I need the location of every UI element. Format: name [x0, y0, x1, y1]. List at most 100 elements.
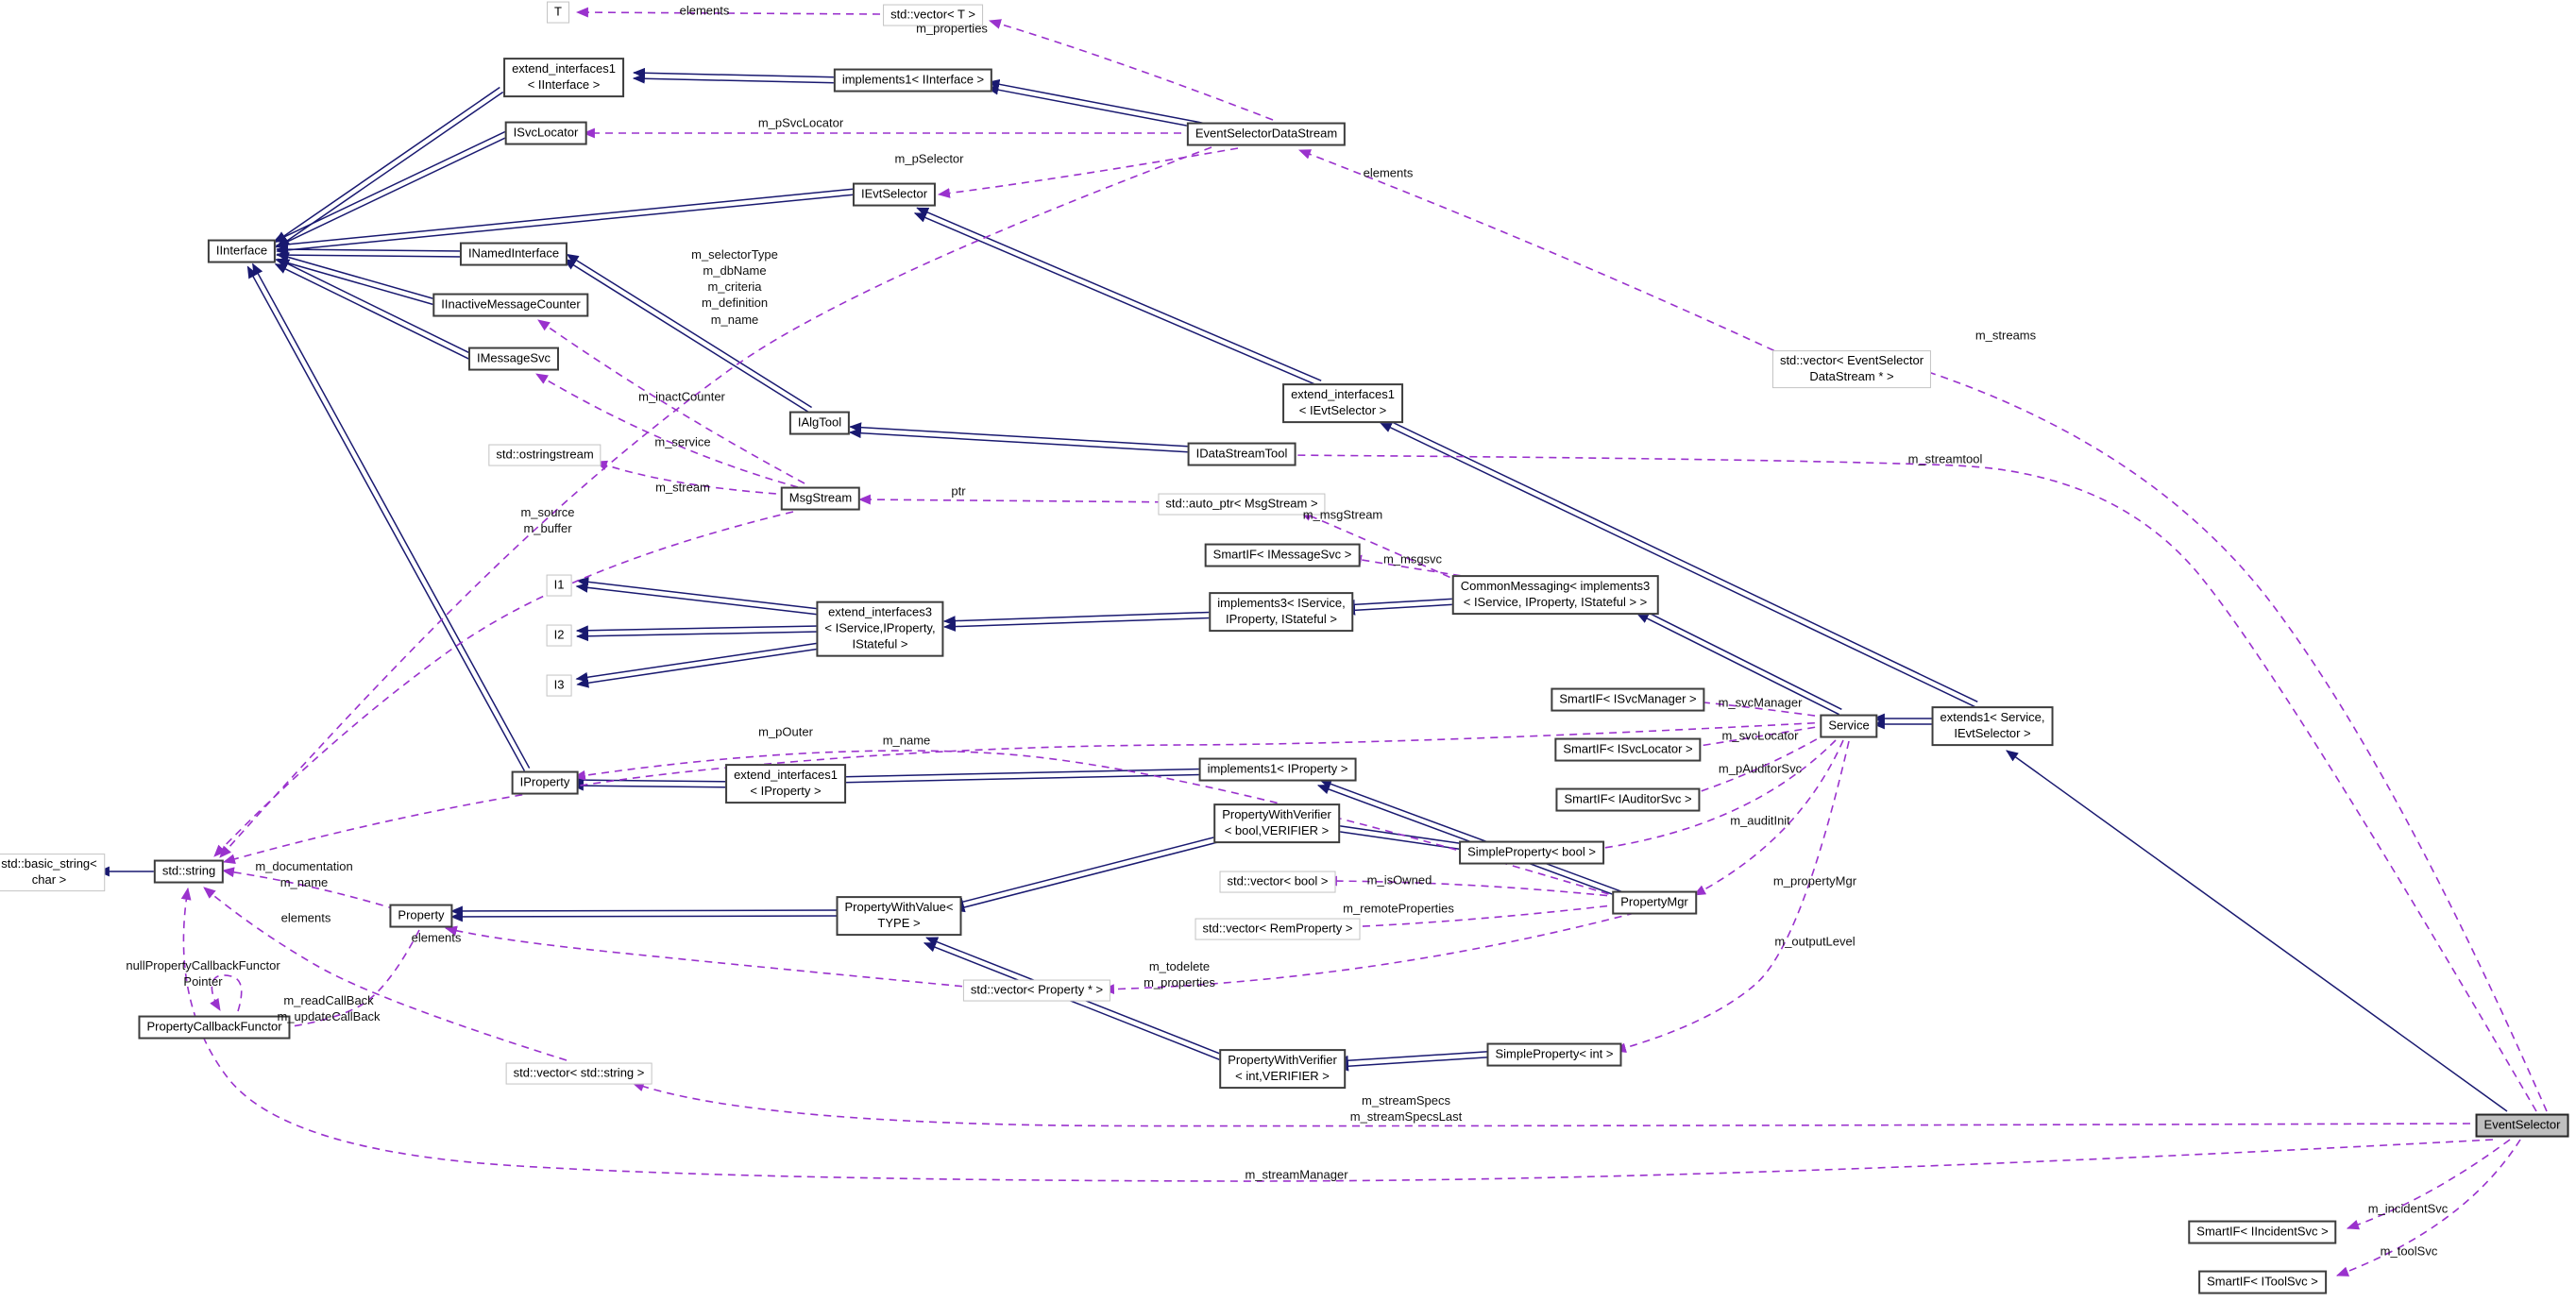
class-node-implements1-iproperty[interactable]: implements1< IProperty >: [1198, 757, 1357, 782]
class-node-smartif-isvclocator[interactable]: SmartIF< ISvcLocator >: [1554, 737, 1702, 762]
class-node-propertywithvalue-type[interactable]: PropertyWithValue<TYPE >: [836, 896, 962, 936]
class-node-eventselector: EventSelector: [2475, 1113, 2569, 1138]
class-node-iproperty[interactable]: IProperty: [511, 770, 579, 795]
edge-property-to-propertycallbackfunctor: [277, 929, 420, 1032]
class-node-label: I1: [553, 577, 565, 592]
class-node-label: CommonMessaging< implements3: [1460, 579, 1651, 594]
class-node-simpleproperty-int[interactable]: SimpleProperty< int >: [1486, 1042, 1622, 1067]
edge-property-to-std-string: [221, 867, 397, 910]
class-node-imessagesvc[interactable]: IMessageSvc: [467, 347, 560, 371]
class-node-smartif-iauditorsvc[interactable]: SmartIF< IAuditorSvc >: [1555, 787, 1701, 812]
class-node-implements1-iinterface[interactable]: implements1< IInterface >: [833, 68, 993, 93]
class-node-label: PropertyWithValue<: [844, 900, 954, 915]
class-node-label: extend_interfaces3: [828, 604, 932, 619]
edge-eventselectordatastream-to-implements1-iinterface: [987, 78, 1212, 126]
class-node-label: IStateful >: [852, 636, 908, 651]
class-node-msgstream[interactable]: MsgStream: [780, 486, 861, 511]
class-node-service[interactable]: Service: [1820, 714, 1878, 738]
edge-extends1-service-ievtselector-to-extend-interfaces1-ievtselector: [1379, 422, 1976, 708]
edge-iinactivemessagecounter-to-iinterface: [276, 252, 444, 302]
class-node-label: IProperty, IStateful >: [1226, 612, 1337, 626]
class-node-property[interactable]: Property: [389, 904, 453, 928]
edge-extend-interfaces1-iproperty-to-iproperty: [570, 774, 744, 786]
class-node-label: IMessageSvc: [476, 350, 551, 365]
class-node-extend-interfaces1-iproperty[interactable]: extend_interfaces1< IProperty >: [725, 764, 846, 803]
class-node-smartif-itoolsvc[interactable]: SmartIF< IToolSvc >: [2198, 1270, 2327, 1294]
class-node-ialgtool[interactable]: IAlgTool: [788, 411, 851, 435]
class-node-label: implements3< IService,: [1217, 596, 1346, 611]
edge-ievtselector-to-iinterface: [275, 188, 856, 250]
edge-inamedinterface-to-iinterface: [275, 244, 465, 255]
edge-eventselector-to-smartif-itoolsvc: [2335, 1139, 2521, 1277]
edge-iproperty-to-iinterface: [251, 262, 531, 769]
class-node-simpleproperty-bool[interactable]: SimpleProperty< bool >: [1459, 840, 1604, 865]
edge-propertywithverifier-int-to-propertywithvalue-type: [923, 942, 1231, 1065]
class-node-label: EventSelector: [2483, 1117, 2561, 1132]
class-node-label: std::string: [161, 863, 216, 878]
edge-propertywithverifier-bool-to-propertywithvalue-type: [952, 838, 1229, 913]
class-node-label: < IService, IProperty, IStateful > >: [1463, 595, 1648, 609]
class-node-propertycallbackfunctor[interactable]: PropertyCallbackFunctor: [138, 1015, 291, 1040]
class-node-extend-interfaces3[interactable]: extend_interfaces3< IService,IProperty,I…: [816, 600, 944, 657]
class-node-smartif-imessagesvc[interactable]: SmartIF< IMessageSvc >: [1204, 543, 1361, 567]
class-node-isvclocator[interactable]: ISvcLocator: [504, 121, 587, 145]
class-node-label: IInactiveMessageCounter: [441, 296, 581, 312]
class-node-idatastreamtool[interactable]: IDataStreamTool: [1187, 442, 1296, 466]
class-node-commonmessaging[interactable]: CommonMessaging< implements3< IService, …: [1451, 575, 1659, 615]
class-node-label: INamedInterface: [467, 245, 560, 261]
edge-eventselectordatastream-to-ievtselector: [937, 147, 1239, 198]
edge-vec-string-to-std-string: [203, 887, 568, 1061]
class-node-label: EventSelectorDataStream: [1195, 126, 1338, 141]
edge-imessagesvc-to-iinterface: [274, 263, 471, 361]
edge-ievtselector-to-iinterface: [276, 194, 856, 256]
edge-iinactivemessagecounter-to-iinterface: [275, 257, 442, 308]
class-node-extend-interfaces1-ievtselector[interactable]: extend_interfaces1< IEvtSelector >: [1282, 383, 1403, 423]
class-node-eventselectordatastream[interactable]: EventSelectorDataStream: [1186, 122, 1347, 146]
edge-isvclocator-to-iinterface: [272, 127, 515, 243]
edge-service-to-commonmessaging: [1638, 607, 1842, 710]
class-node-smartif-isvcmanager[interactable]: SmartIF< ISvcManager >: [1551, 687, 1705, 712]
class-node-ievtselector[interactable]: IEvtSelector: [852, 182, 937, 207]
class-node-propertywithverifier-int[interactable]: PropertyWithVerifier< int,VERIFIER >: [1219, 1049, 1346, 1089]
class-node-label: extend_interfaces1: [512, 61, 616, 76]
class-node-label: < IService,IProperty,: [824, 620, 936, 635]
class-node-label: TYPE >: [877, 916, 921, 930]
class-node-label: DataStream * >: [1809, 369, 1894, 383]
edge-inamedinterface-to-iinterface: [275, 249, 464, 261]
class-node-smartif-iincidentsvc[interactable]: SmartIF< IIncidentSvc >: [2188, 1220, 2337, 1244]
class-node-propertywithverifier-bool[interactable]: PropertyWithVerifier< bool,VERIFIER >: [1213, 803, 1340, 843]
edge-service-to-simpleproperty-bool: [1589, 739, 1837, 854]
class-node-label: < IEvtSelector >: [1298, 403, 1387, 417]
edge-msgstream-to-ostringstream: [594, 460, 790, 496]
edge-implements3-to-extend-interfaces3: [943, 617, 1224, 633]
edge-vec-property-ptr-to-property: [444, 925, 976, 989]
class-node-label: SimpleProperty< bool >: [1467, 844, 1596, 859]
edge-eventselector-to-extends1-service-ievtselector: [2006, 750, 2508, 1112]
edge-propertywithvalue-type-to-property: [449, 911, 849, 922]
class-node-extends1-service-ievtselector[interactable]: extends1< Service,IEvtSelector >: [1931, 706, 2054, 746]
class-node-label: T: [554, 4, 562, 19]
class-node-iinterface[interactable]: IInterface: [207, 239, 277, 263]
class-node-label: std::vector< std::string >: [513, 1065, 645, 1080]
class-node-implements3[interactable]: implements3< IService,IProperty, IStatef…: [1209, 592, 1354, 632]
class-node-vec-string: std::vector< std::string >: [505, 1062, 652, 1085]
edge-extend-interfaces1-iinterface-to-iinterface: [274, 86, 500, 244]
edge-ialgtool-to-inamedinterface: [563, 258, 809, 414]
edge-simpleproperty-int-to-propertywithverifier-int: [1336, 1056, 1500, 1072]
edge-eventselector-to-vec-string: [631, 1081, 2471, 1127]
class-node-extend-interfaces1-iinterface[interactable]: extend_interfaces1< IInterface >: [503, 58, 624, 97]
edge-eventselectordatastream-to-implements1-iinterface: [986, 84, 1212, 131]
edge-imessagesvc-to-iinterface: [277, 258, 473, 355]
edge-propertymgr-to-vec-property-ptr: [1101, 912, 1635, 995]
class-node-propertymgr[interactable]: PropertyMgr: [1612, 890, 1697, 915]
class-node-iinactivemessagecounter[interactable]: IInactiveMessageCounter: [432, 293, 589, 317]
class-node-inamedinterface[interactable]: INamedInterface: [459, 242, 568, 266]
class-node-label: std::vector< Property * >: [970, 982, 1104, 997]
edge-eventselector-to-idatastreamtool: [1280, 449, 2537, 1112]
class-node-ostringstream: std::ostringstream: [488, 444, 602, 466]
edge-extend-interfaces1-iproperty-to-iproperty: [570, 780, 743, 791]
class-node-std-string[interactable]: std::string: [153, 859, 225, 884]
edge-propertymgr-to-implements1-iproperty: [1319, 779, 1622, 892]
class-node-label: extend_interfaces1: [734, 768, 838, 783]
